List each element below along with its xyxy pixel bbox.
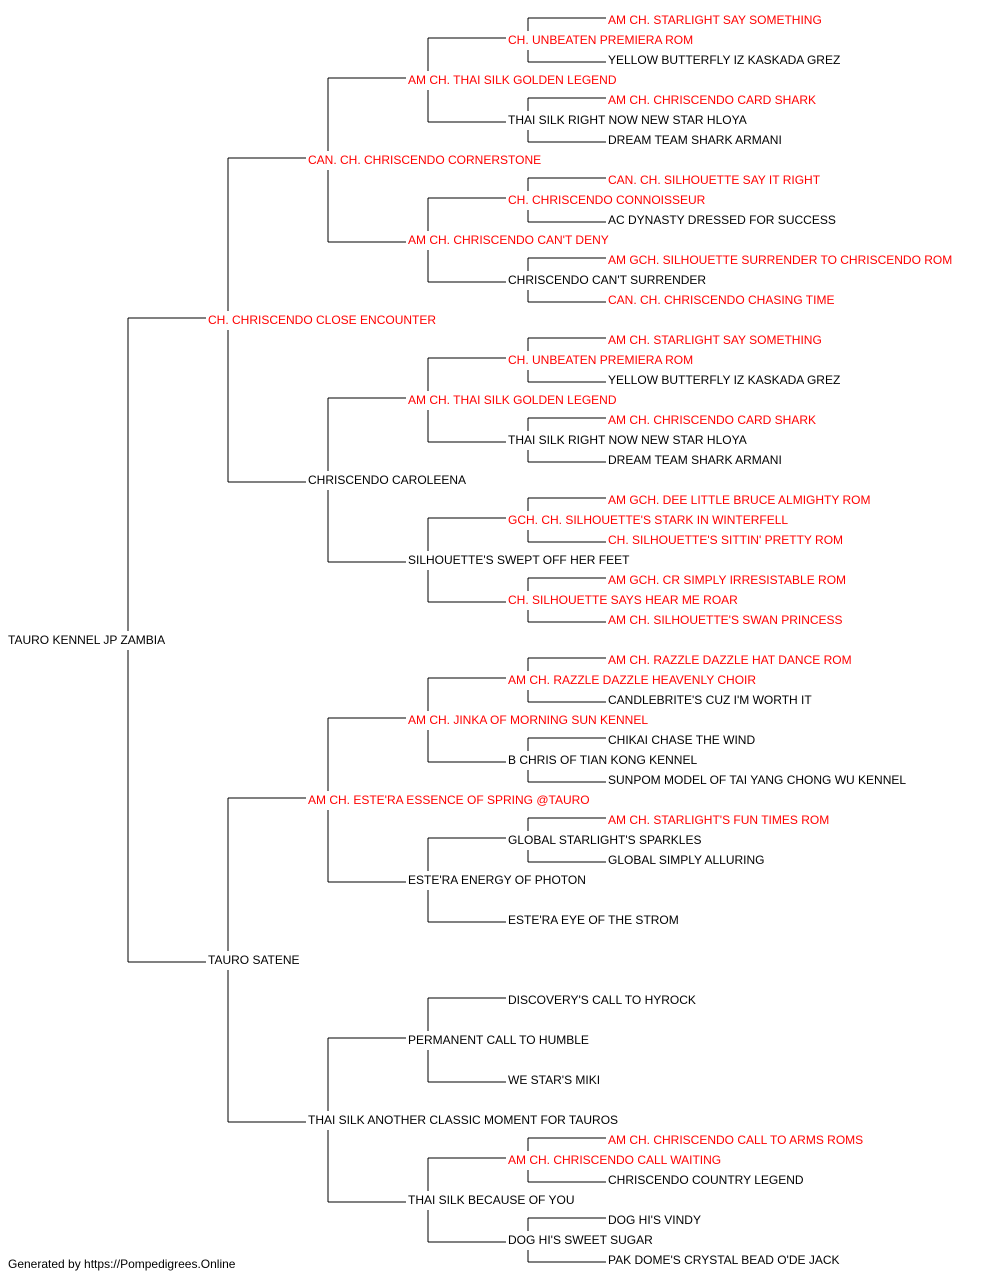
dam-name: DREAM TEAM SHARK ARMANI <box>608 453 782 467</box>
sire-name: DOG HI'S VINDY <box>608 1213 701 1227</box>
dam-name: CH. SILHOUETTE SAYS HEAR ME ROAR <box>508 593 738 607</box>
dam-name: CANDLEBRITE'S CUZ I'M WORTH IT <box>608 693 812 707</box>
dam-name: SUNPOM MODEL OF TAI YANG CHONG WU KENNEL <box>608 773 907 787</box>
sire-name: CH. CHRISCENDO CLOSE ENCOUNTER <box>208 313 437 327</box>
dam-name: CH. SILHOUETTE'S SITTIN' PRETTY ROM <box>608 533 844 547</box>
dam-name: PAK DOME'S CRYSTAL BEAD O'DE JACK <box>608 1253 840 1267</box>
sire-name: AM CH. CHRISCENDO CALL TO ARMS ROMS <box>608 1133 864 1147</box>
sire-name: CH. UNBEATEN PREMIERA ROM <box>508 33 694 47</box>
sire-name: PERMANENT CALL TO HUMBLE <box>408 1033 589 1047</box>
sire-name: AM CH. ESTE'RA ESSENCE OF SPRING @TAURO <box>308 793 590 807</box>
sire-name: DISCOVERY'S CALL TO HYROCK <box>508 993 696 1007</box>
sire-name: AM CH. THAI SILK GOLDEN LEGEND <box>408 73 617 87</box>
sire-name: AM CH. THAI SILK GOLDEN LEGEND <box>408 393 617 407</box>
dam-name: TAURO SATENE <box>208 953 300 967</box>
sire-name: AM CH. STARLIGHT'S FUN TIMES ROM <box>608 813 830 827</box>
dam-name: WE STAR'S MIKI <box>508 1073 601 1087</box>
sire-name: AM CH. STARLIGHT SAY SOMETHING <box>608 333 822 347</box>
dam-name: ESTE'RA EYE OF THE STROM <box>508 913 679 927</box>
dam-name: SILHOUETTE'S SWEPT OFF HER FEET <box>408 553 630 567</box>
dam-name: ESTE'RA ENERGY OF PHOTON <box>408 873 586 887</box>
sire-name: AM CH. RAZZLE DAZZLE HAT DANCE ROM <box>608 653 852 667</box>
dam-name: AM CH. SILHOUETTE'S SWAN PRINCESS <box>608 613 843 627</box>
dam-name: THAI SILK BECAUSE OF YOU <box>408 1193 575 1207</box>
dam-name: DOG HI'S SWEET SUGAR <box>508 1233 653 1247</box>
sire-name: AM CH. CHRISCENDO CARD SHARK <box>608 93 817 107</box>
dam-name: AM CH. CHRISCENDO CAN'T DENY <box>408 233 609 247</box>
sire-name: AM GCH. CR SIMPLY IRRESISTABLE ROM <box>608 573 847 587</box>
dam-name: GLOBAL SIMPLY ALLURING <box>608 853 765 867</box>
sire-name: AM CH. JINKA OF MORNING SUN KENNEL <box>408 713 649 727</box>
sire-name: CH. UNBEATEN PREMIERA ROM <box>508 353 694 367</box>
dam-name: CHRISCENDO COUNTRY LEGEND <box>608 1173 804 1187</box>
sire-name: GCH. CH. SILHOUETTE'S STARK IN WINTERFEL… <box>508 513 789 527</box>
dam-name: DREAM TEAM SHARK ARMANI <box>608 133 782 147</box>
sire-name: CAN. CH. SILHOUETTE SAY IT RIGHT <box>608 173 821 187</box>
subject-dog-name: TAURO KENNEL JP ZAMBIA <box>8 633 166 647</box>
dam-name: THAI SILK ANOTHER CLASSIC MOMENT FOR TAU… <box>308 1113 619 1127</box>
sire-name: AM GCH. DEE LITTLE BRUCE ALMIGHTY ROM <box>608 493 871 507</box>
sire-name: AM CH. CHRISCENDO CARD SHARK <box>608 413 817 427</box>
dam-name: CHRISCENDO CAN'T SURRENDER <box>508 273 707 287</box>
dam-name: AC DYNASTY DRESSED FOR SUCCESS <box>608 213 836 227</box>
sire-name: AM GCH. SILHOUETTE SURRENDER TO CHRISCEN… <box>608 253 953 267</box>
dam-name: YELLOW BUTTERFLY IZ KASKADA GREZ <box>608 53 841 67</box>
dam-name: THAI SILK RIGHT NOW NEW STAR HLOYA <box>508 113 747 127</box>
dam-name: YELLOW BUTTERFLY IZ KASKADA GREZ <box>608 373 841 387</box>
sire-name: CHIKAI CHASE THE WIND <box>608 733 756 747</box>
sire-name: CH. CHRISCENDO CONNOISSEUR <box>508 193 706 207</box>
sire-name: AM CH. RAZZLE DAZZLE HEAVENLY CHOIR <box>508 673 757 687</box>
dam-name: B CHRIS OF TIAN KONG KENNEL <box>508 753 698 767</box>
sire-name: AM CH. STARLIGHT SAY SOMETHING <box>608 13 822 27</box>
dam-name: THAI SILK RIGHT NOW NEW STAR HLOYA <box>508 433 747 447</box>
dam-name: CAN. CH. CHRISCENDO CHASING TIME <box>608 293 835 307</box>
sire-name: CAN. CH. CHRISCENDO CORNERSTONE <box>308 153 542 167</box>
sire-name: GLOBAL STARLIGHT'S SPARKLES <box>508 833 702 847</box>
sire-name: AM CH. CHRISCENDO CALL WAITING <box>508 1153 722 1167</box>
dam-name: CHRISCENDO CAROLEENA <box>308 473 467 487</box>
footer-credit: Generated by https://Pompedigrees.Online <box>8 1257 236 1271</box>
